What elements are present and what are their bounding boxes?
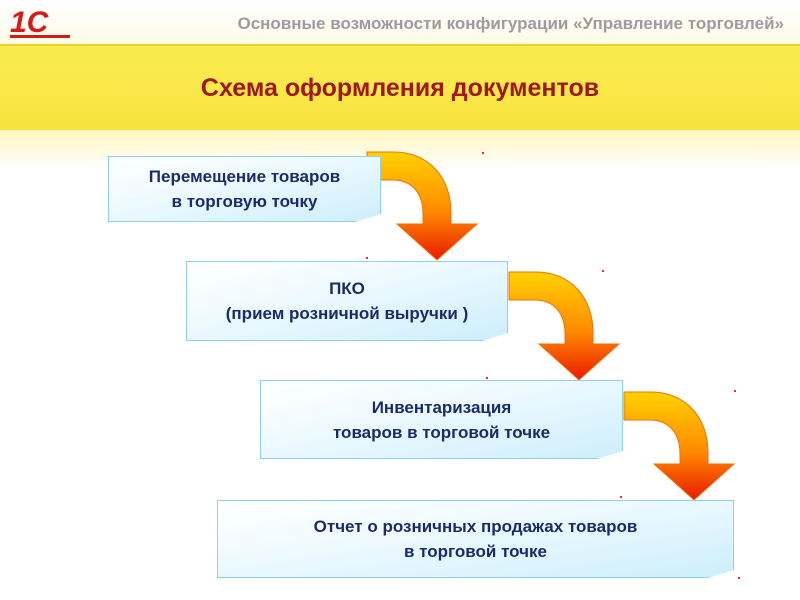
- decor-dot: [734, 390, 736, 392]
- box-fold: [597, 451, 623, 459]
- svg-text:1С: 1С: [10, 6, 50, 39]
- title-bar: Схема оформления документов: [0, 44, 800, 132]
- step-label: Инвентаризация товаров в торговой точке: [332, 397, 551, 442]
- decor-dot: [602, 270, 604, 272]
- box-fold: [355, 214, 381, 222]
- decor-dot: [738, 577, 740, 579]
- step-label: Отчет о розничных продажах товаров в тор…: [313, 517, 638, 561]
- flow-arrow-2: [508, 271, 621, 381]
- top-bar: 1С Основные возможности конфигурации «Уп…: [0, 0, 800, 44]
- step-box-inventory: Инвентаризация товаров в торговой точке: [260, 380, 623, 459]
- step-label: ПКО (прием розничной выручки ): [225, 279, 469, 323]
- step-box-transfer-goods: Перемещение товаров в торговую точку: [108, 156, 381, 222]
- page-title: Схема оформления документов: [200, 74, 600, 102]
- step-box-retail-sales-report: Отчет о розничных продажах товаров в тор…: [217, 500, 734, 578]
- step-label: Перемещение товаров в торговую точку: [148, 167, 341, 211]
- box-fold: [708, 570, 734, 578]
- flow-arrow-3: [623, 391, 736, 501]
- decor-dot: [486, 377, 488, 379]
- header-subtitle: Основные возможности конфигурации «Управ…: [237, 14, 784, 33]
- logo-1c-icon: 1С: [10, 6, 70, 39]
- decor-dot: [366, 257, 368, 259]
- box-fold: [482, 333, 508, 341]
- decor-dot: [482, 152, 484, 154]
- decor-dot: [620, 496, 622, 498]
- step-box-cash-receipt: ПКО (прием розничной выручки ): [186, 261, 508, 341]
- flow-arrow-1: [366, 151, 479, 261]
